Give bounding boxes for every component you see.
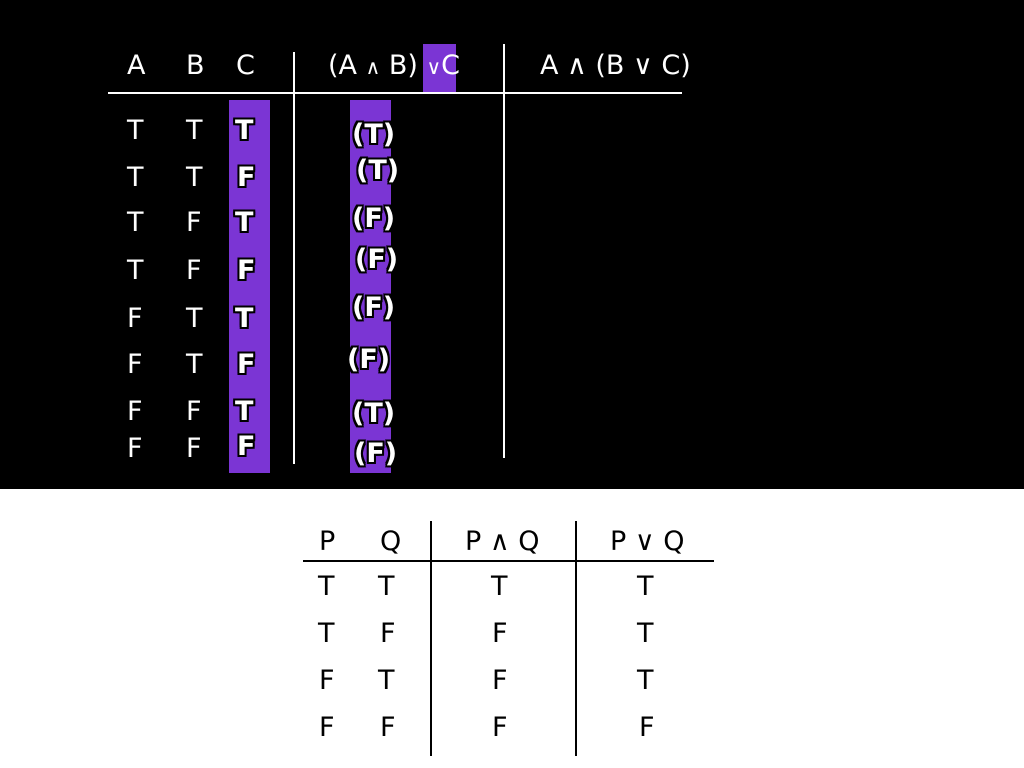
header-divider [303,560,714,562]
expr1-left: (A [328,50,358,81]
header-divider [108,92,682,94]
cell-result: (F) [352,203,396,234]
cell-c: T [235,303,254,334]
cell-and: F [492,665,508,696]
top-truth-table: A B C (A ∧ B) ∨C A ∧ (B ∨ C) T T T (T) T… [0,0,1024,489]
header-q: Q [380,526,402,557]
cell-or: T [637,571,654,602]
cell-a: F [127,433,143,464]
and-operator: ∧ [365,55,381,79]
cell-b: F [186,433,202,464]
result-column-highlight [350,100,391,473]
cell-result: (F) [347,344,391,375]
cell-c: F [237,162,256,193]
header-b: B [186,50,205,81]
cell-b: F [186,207,202,238]
cell-p: T [318,571,335,602]
or-operator: ∨ [426,55,442,79]
header-and: P ∧ Q [465,526,540,557]
cell-a: F [127,349,143,380]
header-c: C [236,50,255,81]
cell-a: F [127,396,143,427]
cell-c: F [237,255,256,286]
cell-or: T [637,618,654,649]
cell-c: T [235,207,254,238]
cell-b: T [186,349,203,380]
cell-result: (F) [352,292,396,323]
cell-q: T [378,571,395,602]
cell-p: F [319,665,335,696]
header-expr1: (A ∧ B) ∨C [328,52,460,79]
cell-p: T [318,618,335,649]
expr1-mid: B) [388,50,418,81]
cell-q: F [380,712,396,743]
cell-result: (T) [352,398,396,429]
cell-a: T [127,115,144,146]
cell-a: T [127,255,144,286]
cell-or: F [639,712,655,743]
cell-q: F [380,618,396,649]
cell-a: T [127,207,144,238]
expr1-right: C [441,50,460,81]
cell-b: T [186,115,203,146]
cell-c: F [237,431,256,462]
cell-c: F [237,349,256,380]
header-or: P ∨ Q [610,526,685,557]
cell-p: F [319,712,335,743]
bottom-truth-table: P Q P ∧ Q P ∨ Q T T T T T F F T F T F T … [0,489,1024,768]
header-p: P [319,526,336,557]
cell-a: F [127,303,143,334]
cell-result: (F) [354,438,398,469]
column-divider-1 [430,521,432,756]
cell-and: F [492,618,508,649]
cell-b: T [186,303,203,334]
cell-result: (T) [356,155,400,186]
cell-a: T [127,162,144,193]
column-c-highlight [229,100,270,473]
cell-b: F [186,396,202,427]
cell-c: T [235,115,254,146]
cell-or: T [637,665,654,696]
cell-c: T [235,396,254,427]
cell-and: T [491,571,508,602]
column-divider-2 [575,521,577,756]
cell-and: F [492,712,508,743]
header-expr2: A ∧ (B ∨ C) [540,50,691,81]
cell-b: T [186,162,203,193]
header-a: A [127,50,146,81]
cell-q: T [378,665,395,696]
cell-result: (T) [352,119,396,150]
column-divider-2 [503,44,505,458]
column-divider-1 [293,52,295,464]
or-operator-highlight [423,44,456,92]
cell-result: (F) [355,244,399,275]
cell-b: F [186,255,202,286]
